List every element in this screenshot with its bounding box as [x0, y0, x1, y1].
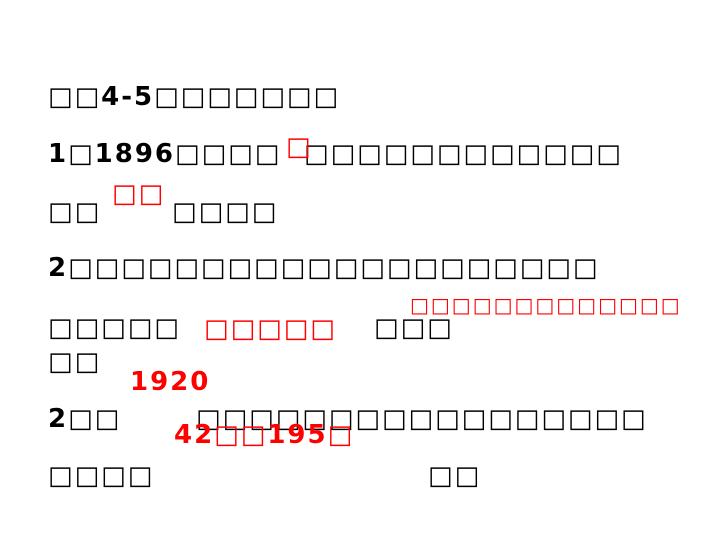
answer-5: 1920	[130, 367, 211, 397]
question-2-text: 2□□□□□□□□□□□□□□□□□□□□	[48, 253, 600, 283]
question-1-text-end: □□□□□□□□□□□□	[304, 139, 623, 169]
question-1-line2-end: □□□□	[172, 197, 279, 227]
question-2-line2-start: □□□□□	[48, 313, 181, 343]
question-3-text-start: 2□□	[48, 404, 122, 434]
question-2-line2-end: □□□	[374, 313, 454, 343]
answer-2: □□	[112, 179, 166, 209]
question-1-text-start: 1□1896□□□□	[48, 139, 282, 169]
question-2-line3: □□	[48, 347, 102, 377]
answer-3: □□□□□□□□□□□□□	[410, 293, 682, 317]
answer-6: 42□□195□	[174, 420, 355, 450]
answer-4: □□□□□	[204, 314, 337, 344]
answer-1: □	[286, 132, 313, 162]
question-3-line2-start: □□□□	[48, 461, 155, 491]
question-3-text-end: □□□□□□□□□□□□□□□□□	[196, 404, 648, 434]
question-1-line2-start: □□	[48, 197, 102, 227]
question-3-line2-end: □□	[428, 461, 482, 491]
question-heading: □□4-5□□□□□□□	[48, 82, 341, 112]
